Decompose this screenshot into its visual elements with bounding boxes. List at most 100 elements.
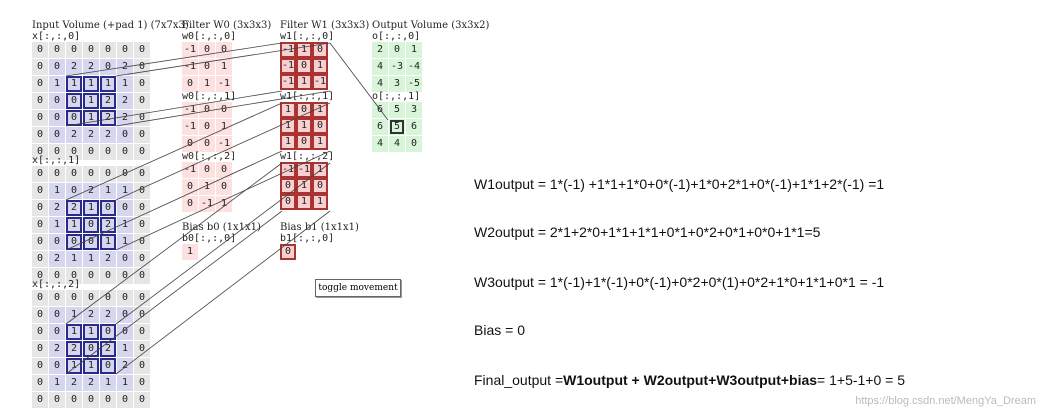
- input-cell: 0: [83, 234, 99, 250]
- input-cell: 0: [32, 217, 48, 233]
- input-cell: 0: [134, 166, 150, 182]
- input-cell: 1: [117, 375, 133, 391]
- input-cell: 0: [100, 268, 116, 284]
- output-cell: 3: [406, 102, 422, 118]
- input-cell: 1: [66, 217, 82, 233]
- input-cell: 1: [117, 76, 133, 92]
- input-cell: 2: [117, 110, 133, 126]
- input-cell: 2: [83, 375, 99, 391]
- input-cell: 2: [100, 251, 116, 267]
- input-cell: 0: [32, 324, 48, 340]
- w0-cell: 0: [199, 162, 215, 178]
- w0-cell: -1: [182, 102, 198, 118]
- w1-cell: -1: [280, 74, 296, 90]
- bias-b0-title: Bias b0 (1x1x1): [182, 222, 261, 233]
- w1-cell: 1: [280, 102, 296, 118]
- input-cell: 0: [134, 200, 150, 216]
- filter-w1-title: Filter W1 (3x3x3): [280, 20, 370, 31]
- input-cell: 1: [66, 76, 82, 92]
- input-cell: 0: [134, 93, 150, 109]
- w1-cell: 1: [296, 118, 312, 134]
- output-cell: 4: [372, 76, 388, 92]
- watermark: https://blog.csdn.net/MengYa_Dream: [855, 395, 1036, 407]
- input-cell: 0: [134, 290, 150, 306]
- input-cell: 0: [100, 324, 116, 340]
- w0-cell: 0: [182, 196, 198, 212]
- input-cell: 0: [66, 234, 82, 250]
- input-cell: 0: [117, 307, 133, 323]
- input-cell: 0: [117, 324, 133, 340]
- input-cell: 0: [100, 358, 116, 374]
- w0-cell: -1: [216, 136, 232, 152]
- input-cell: 0: [49, 290, 65, 306]
- output-cell: 1: [406, 42, 422, 58]
- input-cell: 0: [134, 76, 150, 92]
- input-cell: 0: [134, 251, 150, 267]
- input-cell: 0: [66, 268, 82, 284]
- input-cell: 0: [83, 268, 99, 284]
- input-cell: 0: [134, 324, 150, 340]
- input-cell: 0: [117, 127, 133, 143]
- input-cell: 1: [117, 341, 133, 357]
- filter-w0-title: Filter W0 (3x3x3): [182, 20, 272, 31]
- toggle-movement-button[interactable]: toggle movement: [315, 279, 401, 297]
- bias-b1-label: b1[:,:,0]: [280, 233, 335, 244]
- input-cell: 2: [83, 127, 99, 143]
- output-cell: 0: [406, 136, 422, 152]
- input-cell: 2: [66, 341, 82, 357]
- input-cell: 0: [32, 234, 48, 250]
- input-cell: 0: [83, 144, 99, 160]
- input-cell: 0: [134, 341, 150, 357]
- input-cell: 0: [49, 268, 65, 284]
- output-slice-label: o[:,:,0]: [372, 31, 421, 42]
- input-cell: 1: [49, 183, 65, 199]
- final-prefix: Final_output =: [474, 372, 564, 388]
- input-cell: 0: [134, 392, 150, 408]
- bias-b0-value: 1: [182, 244, 198, 260]
- input-cell: 2: [66, 59, 82, 75]
- input-cell: 0: [32, 42, 48, 58]
- input-cell: 2: [49, 200, 65, 216]
- w0-cell: 1: [216, 196, 232, 212]
- w0-cell: 0: [216, 179, 232, 195]
- input-cell: 0: [134, 358, 150, 374]
- input-cell: 0: [32, 166, 48, 182]
- output-cell: 4: [372, 59, 388, 75]
- input-cell: 0: [83, 42, 99, 58]
- input-cell: 2: [66, 200, 82, 216]
- input-cell: 0: [49, 93, 65, 109]
- input-cell: 0: [134, 234, 150, 250]
- input-cell: 1: [66, 358, 82, 374]
- w1-cell: 1: [312, 194, 328, 210]
- input-cell: 0: [134, 307, 150, 323]
- equation-final: Final_output =W1output + W2output+W3outp…: [474, 372, 905, 388]
- input-cell: 0: [134, 375, 150, 391]
- input-cell: 1: [117, 234, 133, 250]
- input-slice-label: x[:,:,2]: [32, 279, 81, 290]
- input-cell: 0: [100, 200, 116, 216]
- input-cell: 0: [66, 392, 82, 408]
- w1-cell: 0: [296, 58, 312, 74]
- input-cell: 0: [134, 127, 150, 143]
- w0-cell: -1: [182, 59, 198, 75]
- input-cell: 1: [117, 183, 133, 199]
- input-cell: 1: [49, 375, 65, 391]
- input-cell: 0: [32, 341, 48, 357]
- input-cell: 1: [83, 110, 99, 126]
- output-cell: 4: [389, 136, 405, 152]
- w1-cell: 1: [296, 74, 312, 90]
- input-cell: 0: [32, 183, 48, 199]
- input-cell: 1: [83, 251, 99, 267]
- input-cell: 0: [117, 42, 133, 58]
- bias-b0-cell: 1: [182, 244, 198, 260]
- input-cell: 1: [100, 234, 116, 250]
- input-volume-title: Input Volume (+pad 1) (7x7x3): [32, 20, 189, 31]
- input-cell: 0: [66, 144, 82, 160]
- w0-cell: 0: [216, 102, 232, 118]
- input-cell: 0: [49, 324, 65, 340]
- input-cell: 1: [66, 307, 82, 323]
- w1-cell: 0: [296, 134, 312, 150]
